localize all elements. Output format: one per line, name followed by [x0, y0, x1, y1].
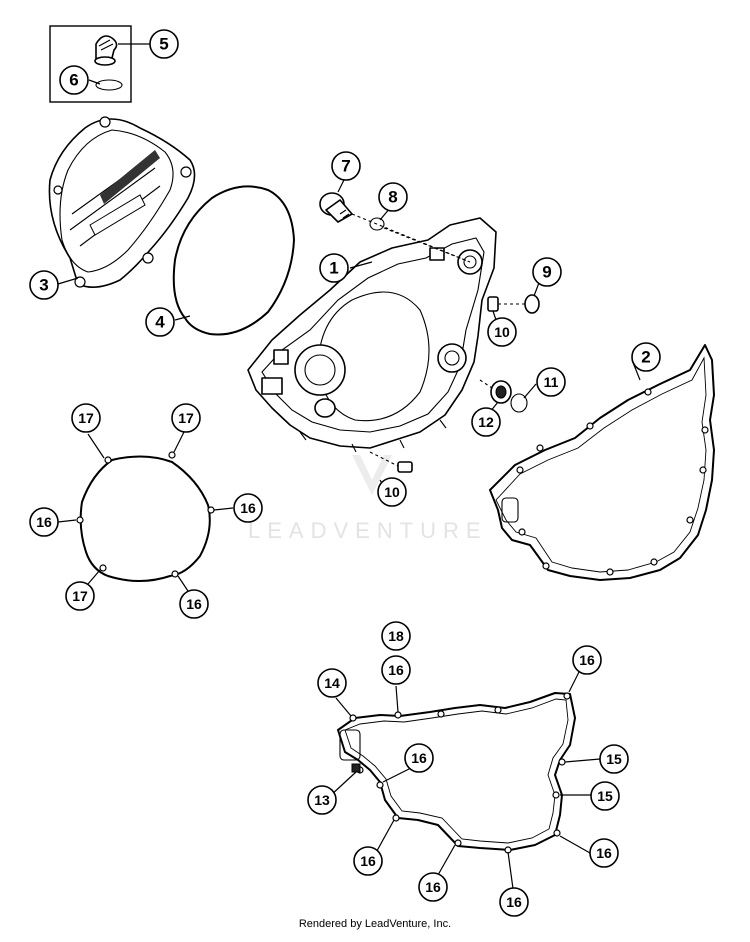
callout-16-middle: 16 [404, 743, 434, 773]
callout-17-bottom: 17 [65, 581, 95, 611]
callout-6: 6 [59, 65, 89, 95]
callout-16-clutch-left: 16 [29, 507, 59, 537]
callout-13: 13 [307, 785, 337, 815]
svg-text:6: 6 [69, 71, 78, 90]
svg-text:13: 13 [314, 792, 330, 808]
callout-11: 11 [536, 367, 566, 397]
svg-text:2: 2 [641, 348, 650, 367]
callout-16-bottom-left: 16 [353, 846, 383, 876]
callout-15-lower: 15 [590, 781, 620, 811]
callout-7: 7 [331, 151, 361, 181]
dowel-sleeve-lower [397, 461, 413, 473]
crankcase-gasket-assembly [337, 692, 576, 854]
svg-text:14: 14 [324, 675, 340, 691]
callout-9: 9 [532, 257, 562, 287]
callout-10-lower: 10 [377, 477, 407, 507]
callout-16-bottom-right: 16 [589, 838, 619, 868]
callout-12: 12 [471, 407, 501, 437]
callout-8: 8 [378, 182, 408, 212]
svg-text:16: 16 [596, 845, 612, 861]
svg-text:17: 17 [178, 410, 194, 426]
svg-text:12: 12 [478, 414, 494, 430]
o-ring-11 [510, 393, 528, 413]
svg-text:16: 16 [425, 879, 441, 895]
callout-16-bottom-center: 16 [418, 872, 448, 902]
callout-4: 4 [145, 307, 175, 337]
callout-3: 3 [29, 270, 59, 300]
svg-text:15: 15 [597, 788, 613, 804]
clutch-cover-seal [172, 185, 295, 336]
callout-16-clutch-bottom: 16 [179, 589, 209, 619]
svg-text:15: 15 [606, 751, 622, 767]
oil-filler-plug [94, 35, 118, 66]
svg-text:7: 7 [341, 157, 350, 176]
svg-text:16: 16 [36, 514, 52, 530]
svg-text:5: 5 [159, 35, 168, 54]
watermark-text: LEADVENTURE [248, 518, 488, 543]
footer-credit: Rendered by LeadVenture, Inc. [298, 918, 452, 930]
svg-text:11: 11 [544, 374, 559, 390]
svg-text:1: 1 [329, 259, 338, 278]
svg-text:17: 17 [78, 410, 94, 426]
callout-16-clutch-right: 16 [233, 493, 263, 523]
svg-text:16: 16 [411, 750, 427, 766]
svg-text:3: 3 [39, 276, 48, 295]
callout-16-under-18: 16 [381, 655, 411, 685]
clutch-cover-outer [48, 116, 196, 288]
inset-box [49, 25, 132, 103]
svg-text:16: 16 [388, 662, 404, 678]
dowel-sleeve-upper [487, 296, 499, 312]
callout-17-top-right: 17 [171, 403, 201, 433]
callout-14: 14 [317, 668, 347, 698]
callout-2: 2 [631, 342, 661, 372]
svg-text:16: 16 [240, 500, 256, 516]
callout-18: 18 [381, 621, 411, 651]
plug-o-ring [369, 217, 385, 231]
watermark-logo: LEADVENTURE [248, 455, 488, 543]
screw-plug [319, 192, 353, 223]
callout-16-top-right: 16 [572, 645, 602, 675]
callout-15-upper: 15 [599, 744, 629, 774]
svg-text:9: 9 [542, 263, 551, 282]
clutch-cover-gasket [76, 451, 215, 582]
o-ring-9 [524, 294, 540, 314]
svg-text:17: 17 [72, 588, 88, 604]
callout-16-bottom-lowest: 16 [499, 887, 529, 917]
svg-text:10: 10 [494, 324, 510, 340]
svg-text:16: 16 [579, 652, 595, 668]
callout-5: 5 [149, 29, 179, 59]
svg-text:16: 16 [506, 894, 522, 910]
svg-text:16: 16 [186, 596, 202, 612]
svg-text:4: 4 [155, 313, 165, 332]
shaft-seal [490, 380, 512, 404]
svg-text:10: 10 [384, 484, 400, 500]
svg-text:18: 18 [388, 628, 404, 644]
outer-cover-gasket [489, 344, 715, 581]
callout-1: 1 [319, 253, 349, 283]
callout-17-top-left: 17 [71, 403, 101, 433]
svg-text:16: 16 [360, 853, 376, 869]
filler-o-ring [95, 79, 123, 91]
inner-clutch-cover [247, 217, 497, 453]
svg-text:8: 8 [388, 188, 397, 207]
callout-10-upper: 10 [487, 317, 517, 347]
